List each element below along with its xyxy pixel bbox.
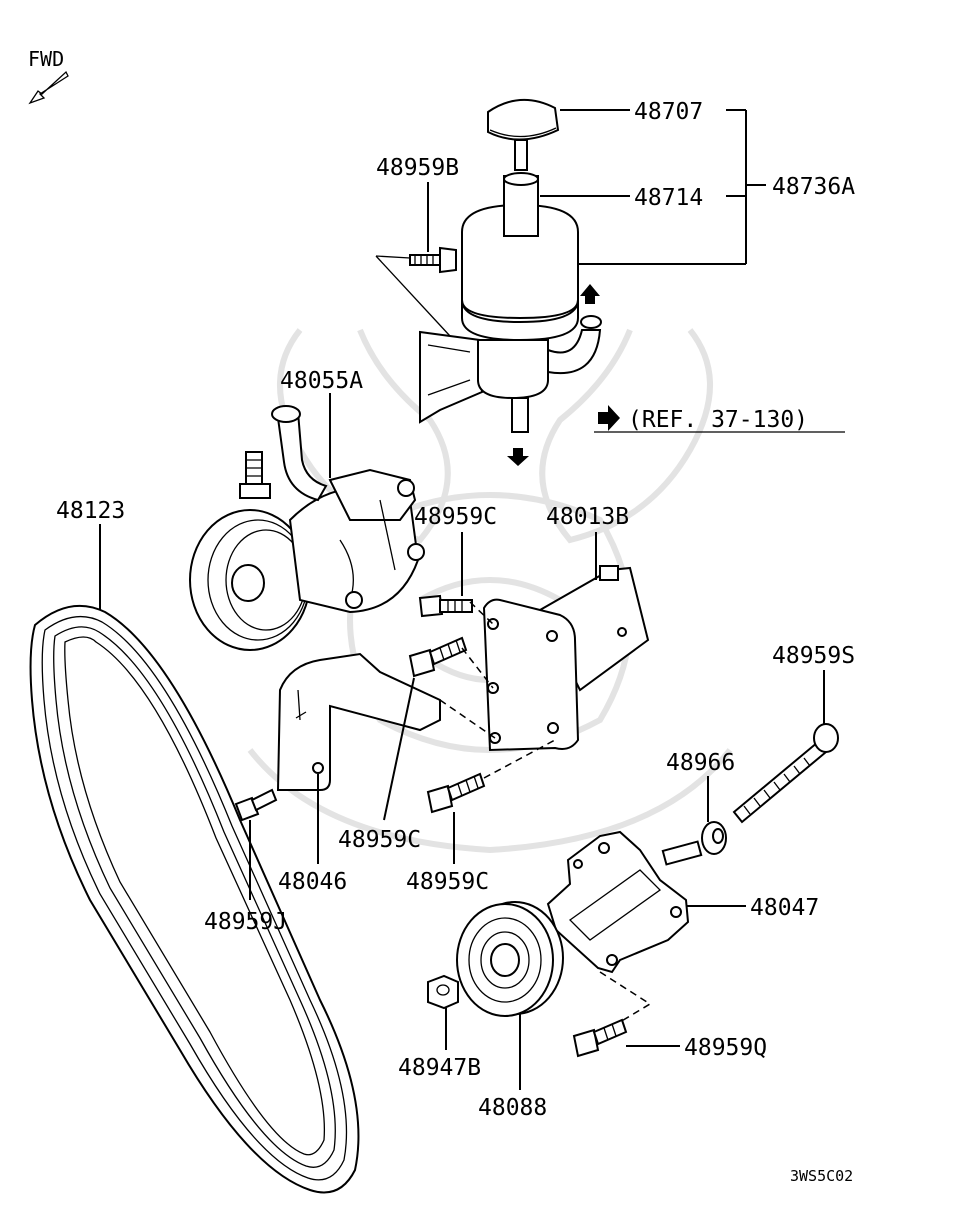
bolt-48959C-mid bbox=[408, 636, 468, 678]
drawing-code: 3WS5C02 bbox=[790, 1167, 853, 1185]
label-48959C-low: 48959C bbox=[406, 869, 489, 895]
alignment-lines bbox=[439, 601, 652, 1023]
reservoir-assembly bbox=[419, 98, 602, 466]
label-48088: 48088 bbox=[478, 1095, 547, 1121]
bolt-48959B bbox=[409, 246, 457, 274]
label-48966: 48966 bbox=[666, 750, 735, 776]
label-48714: 48714 bbox=[634, 185, 703, 211]
bracket-48013B bbox=[482, 565, 650, 752]
bracket-48046 bbox=[276, 652, 441, 791]
label-48959S: 48959S bbox=[772, 643, 855, 669]
label-48959C-top: 48959C bbox=[414, 504, 497, 530]
label-48013B: 48013B bbox=[546, 504, 629, 530]
bolt-48959C-low bbox=[426, 772, 486, 814]
fwd-indicator: FWD bbox=[28, 47, 69, 105]
label-48959C-mid: 48959C bbox=[338, 827, 421, 853]
label-48047: 48047 bbox=[750, 895, 819, 921]
label-48046: 48046 bbox=[278, 869, 347, 895]
label-48123: 48123 bbox=[56, 498, 125, 524]
label-48959Q: 48959Q bbox=[684, 1035, 767, 1061]
leader-lines bbox=[99, 109, 845, 1090]
label-48055A: 48055A bbox=[280, 368, 363, 394]
reference-note: (REF. 37-130) bbox=[628, 407, 808, 433]
fwd-label: FWD bbox=[28, 47, 64, 71]
label-48959J: 48959J bbox=[204, 909, 287, 935]
label-48959B: 48959B bbox=[376, 155, 459, 181]
bolt-48959Q bbox=[572, 1018, 628, 1058]
adjusting-bolt-48959S bbox=[732, 723, 839, 824]
arrow-down-icon bbox=[507, 448, 529, 466]
arrow-up-icon bbox=[580, 284, 600, 304]
ref-arrow-icon bbox=[598, 405, 620, 431]
spacer-48966 bbox=[661, 821, 727, 866]
fwd-arrow-icon bbox=[28, 70, 69, 105]
label-48707: 48707 bbox=[634, 99, 703, 125]
reservoir-cap bbox=[487, 98, 560, 141]
power-steering-pump bbox=[189, 405, 425, 651]
tensioner-bracket-48047 bbox=[546, 830, 690, 974]
bolt-48959C-top bbox=[418, 594, 473, 618]
idler-pulley-48088 bbox=[456, 901, 564, 1017]
label-48947B: 48947B bbox=[398, 1055, 481, 1081]
drive-belt bbox=[29, 604, 360, 1194]
label-48736A: 48736A bbox=[772, 174, 855, 200]
bolt-48959J bbox=[234, 788, 278, 822]
nut-48947B bbox=[427, 974, 459, 1010]
